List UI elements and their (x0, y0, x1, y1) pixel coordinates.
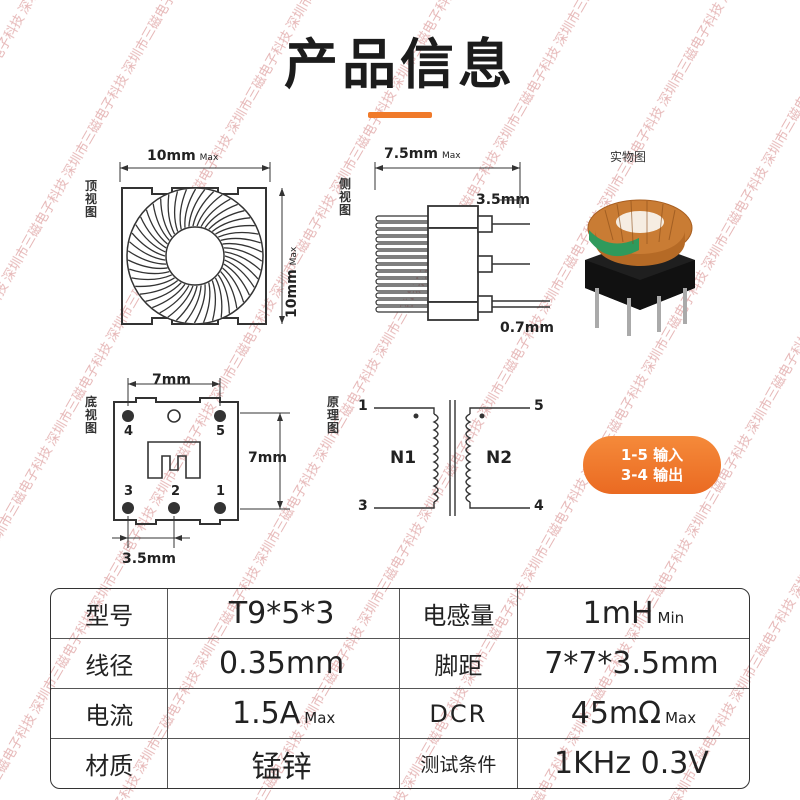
spec-key: DCR (399, 689, 518, 739)
badge-line-output: 3-4 输出 (620, 466, 684, 484)
schematic-drawing (374, 400, 530, 516)
schematic-pin-5: 5 (534, 398, 544, 414)
schematic-label: 原理图 (326, 395, 339, 435)
spec-row: 材质锰锌测试条件 1KHz 0.3V (51, 739, 749, 788)
spec-key: 型号 (51, 589, 169, 639)
title-accent-bar (368, 112, 432, 118)
spec-value: 7*7*3.5mm (517, 639, 749, 689)
bottom-pin-5: 5 (216, 424, 226, 439)
bottom-height-dim: 7mm (248, 450, 287, 466)
spec-value: 1KHz 0.3V (554, 746, 709, 781)
spec-key: 电流 (51, 689, 169, 739)
schematic-pin-3: 3 (358, 498, 368, 514)
schematic-pin-1: 1 (358, 398, 368, 414)
bottom-pitch-dim: 3.5mm (122, 551, 176, 567)
side-view-label: 侧视图 (338, 177, 351, 217)
spec-key: 脚距 (399, 639, 518, 689)
bottom-pin-1: 1 (216, 484, 226, 499)
schematic-pin-4: 4 (534, 498, 544, 514)
product-photo (585, 199, 695, 336)
io-badge: 1-5 输入 3-4 输出 (583, 436, 721, 494)
winding-n1-label: N1 (390, 448, 417, 468)
winding-n2-label: N2 (486, 448, 513, 468)
badge-line-input: 1-5 输入 (620, 446, 684, 464)
bottom-pin-3: 3 (124, 484, 134, 499)
page-title: 产品信息 (284, 33, 516, 96)
bottom-view-drawing (112, 378, 290, 548)
spec-key: 电感量 (399, 589, 518, 639)
side-pin-dia-dim: 0.7mm (500, 320, 554, 336)
bottom-pin-2: 2 (171, 484, 181, 499)
top-view-drawing (119, 162, 285, 325)
spec-value: 锰锌 (168, 739, 400, 788)
photo-label: 实物图 (610, 150, 647, 164)
spec-key: 测试条件 (400, 739, 518, 788)
bottom-view-label: 底视图 (84, 395, 97, 435)
spec-value: T9*5*3 (168, 589, 400, 639)
top-view-label: 顶视图 (84, 179, 97, 219)
side-view-drawing (374, 162, 550, 321)
bottom-pin-4: 4 (124, 424, 134, 439)
spec-value: 0.35mm (168, 639, 400, 689)
spec-key: 材质 (51, 739, 169, 788)
spec-key: 线径 (51, 639, 169, 689)
